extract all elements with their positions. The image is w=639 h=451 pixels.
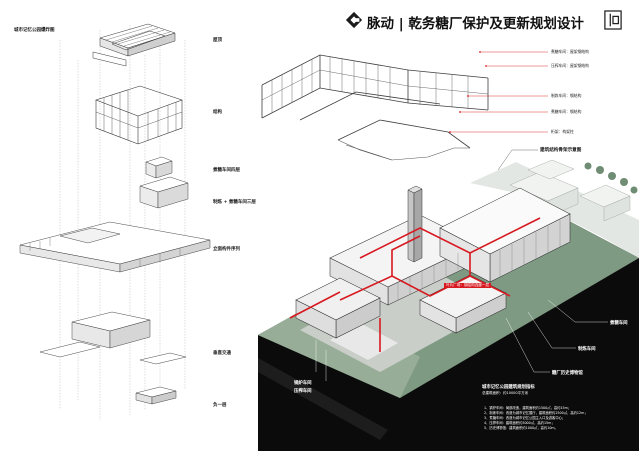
info-line-5: 5、历史博物馆：建筑面积约1000㎡，高约10m。	[484, 426, 558, 430]
red-flow-path	[289, 217, 541, 352]
structure-skeleton	[261, 54, 489, 149]
layer-label-3rd-floor: 制炼 + 煮糖车间三层	[213, 200, 256, 205]
exploded-axonometric-drawing	[19, 23, 211, 420]
exploded-diagram-title: 城市记忆公园爆炸图	[14, 28, 55, 33]
callout-refining-steel: 制炼车间：钢结构	[551, 93, 582, 98]
layer-label-facade: 立面构件序列	[213, 247, 240, 252]
info-subtitle: 总建筑面积：约10000平方米	[482, 391, 529, 395]
callout-truss: 桁架：构架柱	[551, 129, 574, 134]
layer-label-vertical-transport: 垂直交通	[213, 351, 231, 356]
info-title: 城市记忆公园建筑规划指标	[482, 385, 535, 390]
label-press-workshop: 压榨车间	[294, 389, 312, 394]
layer-label-4th-floor: 煮糖车间四层	[213, 168, 240, 173]
skeleton-caption: 建筑结构骨架示意图	[540, 148, 582, 153]
layer-label-structure: 结构	[213, 110, 222, 115]
info-line-4: 4、压榨车间：建筑面积约3000㎡，高约15m；	[484, 421, 555, 425]
exploded-diagram-panel: 城市记忆公园爆炸图	[0, 0, 303, 451]
info-line-2: 2、制炼车间：改造为城市记忆展厅，建筑面积约2500㎡，高约12m；	[484, 411, 588, 415]
label-boiler-workshop: 锅炉车间	[294, 381, 312, 386]
label-refining-workshop: 制炼车间	[578, 347, 596, 352]
layer-label-roof: 屋顶	[213, 38, 222, 43]
corner-mark-icon	[604, 10, 622, 30]
flow-tag: 叶片广场：钢结构连廊一层	[444, 283, 492, 288]
layer-label-basement: 负一层	[213, 403, 227, 408]
project-logo-icon	[345, 11, 363, 29]
label-boiling-workshop: 煮糖车间	[610, 321, 628, 326]
page-title: 脉动 | 乾务糖厂保护及更新规划设计	[367, 16, 584, 32]
info-line-1: 1、锅炉车间：局部改造，建筑面积约1500㎡，高约15m；	[484, 406, 572, 410]
callout-boiling-roof: 煮糖车间：屋架钢结构	[551, 49, 589, 54]
callout-press-roof: 压榨车间：屋架钢结构	[551, 63, 589, 68]
callout-boiling-steel: 煮糖车间：钢结构	[551, 109, 582, 114]
info-line-3: 3、煮糖车间：改造为城市记忆公园主入口及游客中心；	[484, 416, 566, 420]
label-sugar-museum: 糖厂历史博物馆	[552, 371, 583, 376]
